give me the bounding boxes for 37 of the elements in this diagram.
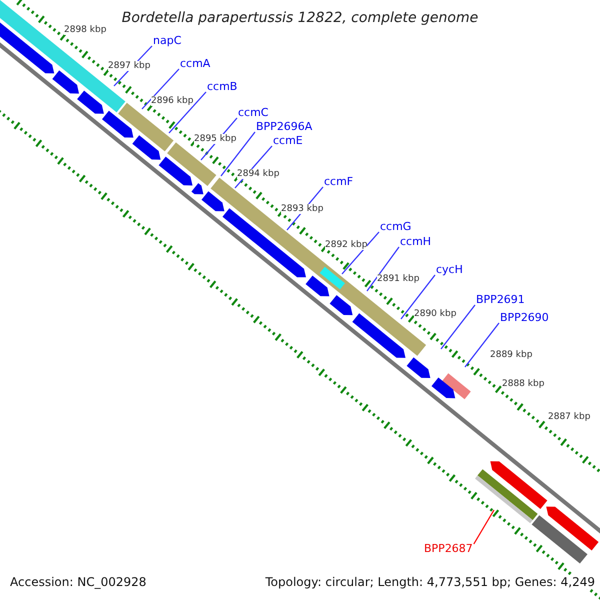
footer-text: Topology: circular; Length: 4,773,551 bp; Genes: 4,249 [265, 575, 595, 589]
leader-line [400, 274, 436, 320]
leader-line [473, 510, 495, 544]
scale-label: 2898 kbp [64, 25, 106, 35]
gene-label: BPP2687 [424, 543, 473, 555]
leader-line [142, 68, 180, 110]
scale-label: 2893 kbp [281, 204, 324, 214]
gene-label: BPP2691 [476, 294, 525, 306]
footer-text: Accession: NC_002928 [10, 575, 146, 589]
leader-line [168, 92, 206, 134]
leader-line [342, 232, 380, 274]
gene-label: ccmB [207, 81, 238, 93]
gene-label: ccmE [273, 135, 303, 147]
gene-label: napC [153, 35, 182, 47]
scale-label: 2891 kbp [377, 274, 420, 284]
scale-label: 2890 kbp [414, 309, 456, 319]
scale-label: 2895 kbp [194, 134, 236, 144]
gene-label: BPP2690 [500, 312, 549, 324]
gene-label: ccmH [400, 236, 432, 248]
scale-label: 2897 kbp [108, 61, 150, 71]
scale-label: 2888 kbp [502, 379, 544, 389]
leader-line [366, 246, 400, 292]
gene-label: ccmG [380, 221, 412, 233]
gene-label: cycH [436, 264, 463, 276]
scale-label: 2887 kbp [548, 412, 590, 422]
scale-label: 2896 kbp [151, 96, 194, 106]
scale-label: 2894 kbp [237, 169, 280, 179]
leader-line [220, 132, 256, 176]
gene-label: BPP2696A [256, 121, 312, 133]
scale-label: 2892 kbp [325, 240, 368, 250]
scale-label: 2889 kbp [490, 350, 532, 360]
leader-line [464, 322, 500, 368]
map-title: Bordetella parapertussis 12822, complete genome [120, 10, 480, 26]
leader-line [440, 304, 476, 350]
gene-label: ccmC [238, 107, 268, 119]
gene-label: ccmF [324, 176, 354, 188]
gene-label: ccmA [180, 58, 210, 70]
